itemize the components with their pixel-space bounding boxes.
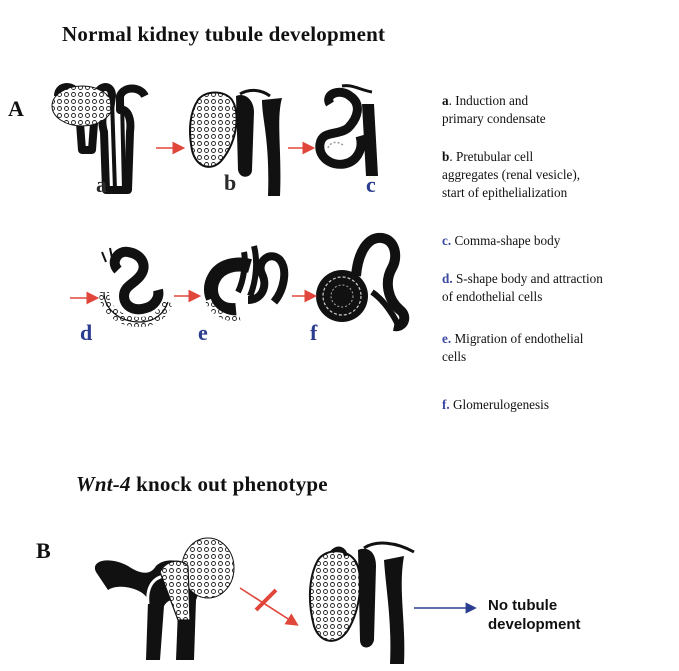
stage-c-drawing [320, 86, 378, 176]
legend-sep: . [449, 149, 456, 164]
stage-label-f: f [310, 320, 317, 346]
legend-text: S-shape body and attraction of endotheli… [442, 271, 603, 304]
stage-label-e: e [198, 320, 208, 346]
legend-text: Induction and primary condensate [442, 93, 546, 126]
legend-item-f: f. Glomerulogenesis [442, 396, 674, 414]
stage-label-b: b [224, 170, 236, 196]
legend-item-d: d. S-shape body and attraction of endoth… [442, 270, 674, 306]
legend-key: f. [442, 397, 450, 412]
stage-f-drawing [316, 238, 404, 330]
legend-text: Migration of endothelial cells [442, 331, 583, 364]
knockout-bud-drawing [95, 538, 234, 660]
legend-key: c. [442, 233, 451, 248]
legend-text: Glomerulogenesis [453, 397, 549, 412]
legend-item-c: c. Comma-shape body [442, 232, 674, 250]
legend-text: Pretubular cell aggregates (renal vesicl… [442, 149, 580, 200]
stage-e-drawing [206, 246, 284, 318]
legend-key: e. [442, 331, 451, 346]
outcome-label: No tubule development [488, 596, 608, 634]
stage-label-a: a [96, 172, 107, 198]
blocked-arrow [240, 588, 296, 624]
arrested-aggregate-drawing [310, 543, 414, 664]
legend-key: d. [442, 271, 453, 286]
legend-text: Comma-shape body [454, 233, 560, 248]
legend-item-b: b. Pretubular cell aggregates (renal ves… [442, 148, 674, 202]
stage-label-c: c [366, 172, 376, 198]
legend-key: a [442, 93, 449, 108]
legend-item-a: a. Induction and primary condensate [442, 92, 674, 128]
stage-d-drawing [102, 248, 168, 322]
stage-label-d: d [80, 320, 92, 346]
legend-item-e: e. Migration of endothelial cells [442, 330, 674, 366]
